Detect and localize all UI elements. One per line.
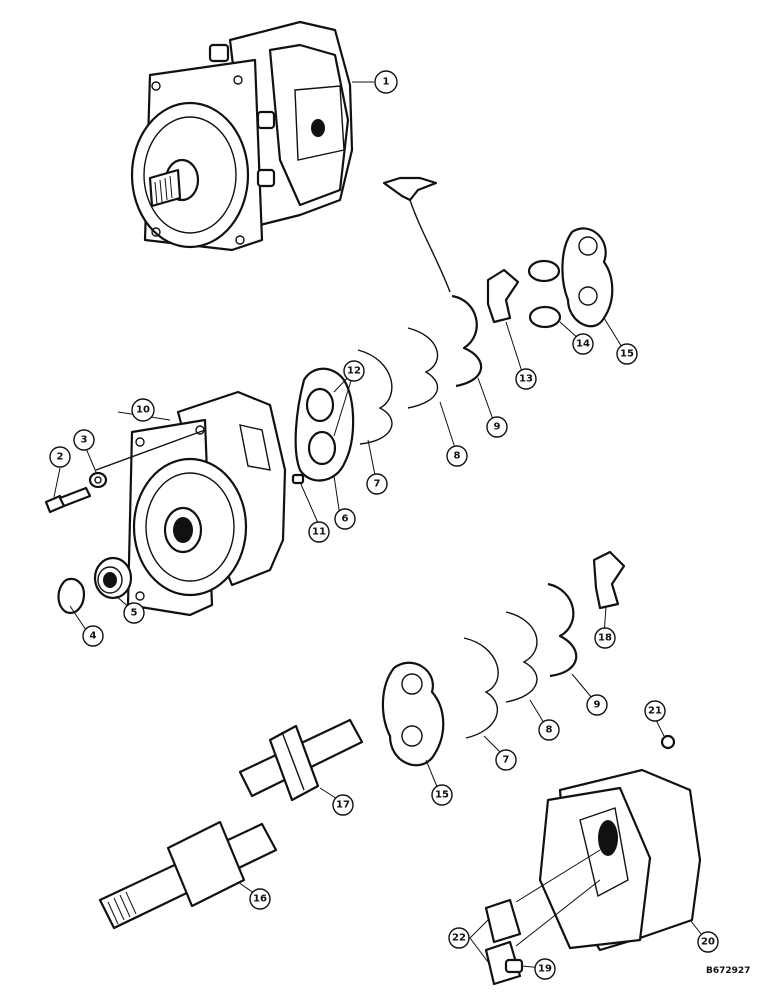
callout-7-lower: 7 [495,749,517,771]
callout-9-upper: 9 [486,416,508,438]
assembled-pump [130,20,354,252]
callout-3: 3 [73,429,95,451]
svg-text:12: 12 [347,366,361,377]
callout-13: 13 [515,368,537,390]
svg-text:11: 11 [312,527,326,538]
svg-text:8: 8 [546,725,553,736]
svg-text:7: 7 [374,479,381,490]
callout-6: 6 [334,508,356,530]
svg-text:9: 9 [494,422,501,433]
svg-text:10: 10 [136,405,150,416]
svg-text:6: 6 [342,514,349,525]
drawing-code: B672927 [706,966,751,976]
bushings-and-wear-plate [527,227,614,329]
rear-housing [484,734,702,986]
callout-15-lower: 15 [431,784,453,806]
gasket-and-bushings [294,367,355,482]
gear-shafts [98,718,364,930]
front-housing [95,390,287,617]
svg-text:16: 16 [253,894,267,905]
svg-text:15: 15 [620,349,634,360]
callout-21: 21 [644,700,666,722]
callout-10: 10 [131,398,155,422]
svg-text:20: 20 [701,937,715,948]
callout-4: 4 [82,625,104,647]
callout-11: 11 [308,521,330,543]
svg-text:8: 8 [454,451,461,462]
svg-text:17: 17 [336,800,350,811]
callout-22: 22 [448,927,470,949]
callout-17: 17 [332,794,354,816]
callout-12: 12 [343,360,365,382]
svg-text:18: 18 [598,633,612,644]
svg-text:19: 19 [538,964,552,975]
callout-19: 19 [534,958,556,980]
svg-text:21: 21 [648,706,662,717]
callout-20: 20 [697,931,719,953]
callout-1: 1 [374,70,398,94]
svg-text:14: 14 [576,339,590,350]
dowel-pin [291,473,305,485]
svg-text:13: 13 [519,374,533,385]
callout-2: 2 [49,446,71,468]
svg-text:15: 15 [435,790,449,801]
callout-15-upper: 15 [616,343,638,365]
svg-text:5: 5 [131,608,138,619]
callout-16: 16 [249,888,271,910]
callout-7-upper: 7 [366,473,388,495]
lock-plate-piece [382,176,451,293]
lower-seals [463,550,626,739]
svg-text:9: 9 [594,700,601,711]
svg-text:3: 3 [81,435,88,446]
callout-14: 14 [572,333,594,355]
callout-18: 18 [594,627,616,649]
svg-text:22: 22 [452,933,466,944]
svg-text:2: 2 [57,452,64,463]
lower-wear-plate [381,661,445,767]
svg-text:1: 1 [383,77,390,88]
upper-seals [357,268,520,445]
callout-5: 5 [123,602,145,624]
callout-8-upper: 8 [446,445,468,467]
callout-8-lower: 8 [538,719,560,741]
callout-9-lower: 9 [586,694,608,716]
svg-text:7: 7 [503,755,510,766]
snap-ring-and-bearing [57,556,133,614]
bolt-and-washer [44,471,108,514]
svg-text:4: 4 [90,631,97,642]
